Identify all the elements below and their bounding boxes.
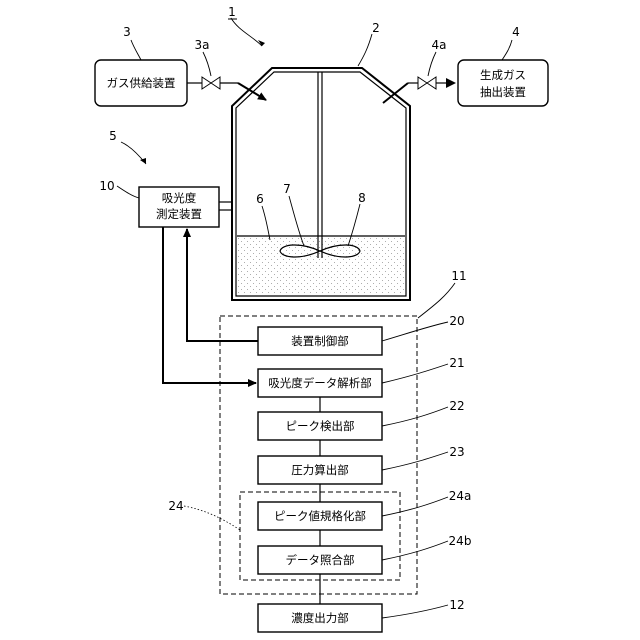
ref-1: 1 — [228, 5, 236, 19]
ref-20: 20 — [449, 314, 464, 328]
absorbance-analysis-label: 吸光度データ解析部 — [268, 376, 372, 390]
ref-24: 24 — [168, 499, 183, 513]
ref-10: 10 — [99, 179, 114, 193]
ref-23: 23 — [449, 445, 464, 459]
valve-3a-icon — [202, 77, 220, 89]
absorbance-analysis-box: 吸光度データ解析部 — [258, 369, 382, 397]
pressure-calc-box: 圧力算出部 — [258, 456, 382, 484]
pressure-calc-label: 圧力算出部 — [291, 463, 349, 477]
ref-4: 4 — [512, 25, 520, 39]
peak-normalize-box: ピーク値規格化部 — [258, 502, 382, 530]
ref-5: 5 — [109, 129, 117, 143]
ref-2: 2 — [372, 21, 380, 35]
ref-7: 7 — [283, 182, 291, 196]
gas-supply-label: ガス供給装置 — [107, 76, 176, 90]
device-control-box: 装置制御部 — [258, 327, 382, 355]
product-gas-label-2: 抽出装置 — [480, 85, 526, 99]
concentration-output-label: 濃度出力部 — [291, 611, 349, 625]
ref-24b: 24b — [449, 534, 472, 548]
gas-supply-box: ガス供給装置 — [95, 60, 187, 106]
ref-24a: 24a — [449, 489, 472, 503]
absorbance-label-1: 吸光度 — [162, 191, 197, 205]
peak-normalize-label: ピーク値規格化部 — [274, 509, 366, 523]
device-control-label: 装置制御部 — [291, 334, 349, 348]
stirrer — [280, 72, 360, 258]
product-gas-label-1: 生成ガス — [480, 68, 526, 82]
ref-22: 22 — [449, 399, 464, 413]
data-match-label: データ照合部 — [286, 553, 355, 567]
peak-detection-label: ピーク検出部 — [286, 419, 355, 433]
valve-4a-icon — [418, 77, 436, 89]
ref-8: 8 — [358, 191, 366, 205]
ref-6: 6 — [256, 192, 264, 206]
ref-3a: 3a — [195, 38, 210, 52]
ref-12: 12 — [449, 598, 464, 612]
gas-inlet — [187, 77, 266, 100]
ref-4a: 4a — [432, 38, 447, 52]
ref-11: 11 — [451, 269, 466, 283]
liquid — [237, 236, 405, 295]
peak-detection-box: ピーク検出部 — [258, 412, 382, 440]
absorbance-device-box: 吸光度 測定装置 — [139, 187, 232, 227]
product-gas-box: 生成ガス 抽出装置 — [458, 60, 548, 106]
absorbance-label-2: 測定装置 — [156, 207, 202, 221]
data-match-box: データ照合部 — [258, 546, 382, 574]
ref-21: 21 — [449, 356, 464, 370]
concentration-output-box: 濃度出力部 — [258, 604, 382, 632]
ref-3: 3 — [123, 25, 131, 39]
